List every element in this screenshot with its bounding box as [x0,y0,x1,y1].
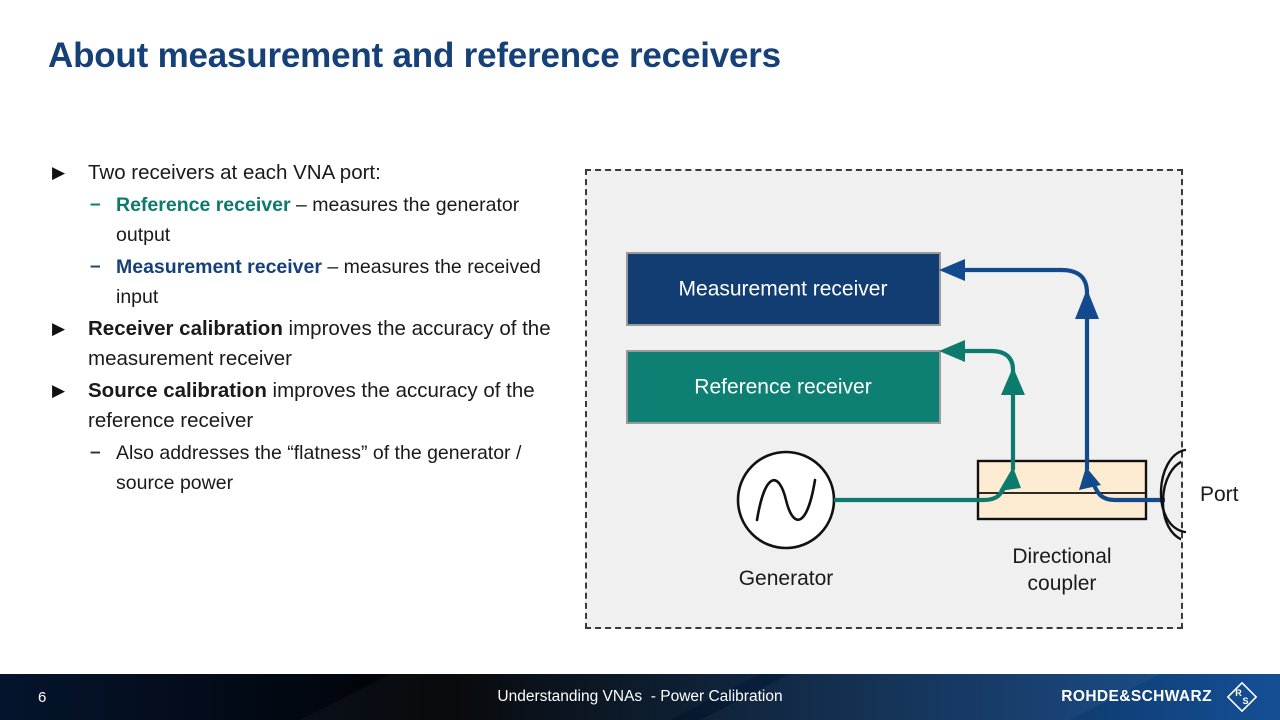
rohde-schwarz-diamond-icon: R S [1226,681,1258,713]
port-label: Port [1200,483,1239,506]
bullet-marker-icon: ▶ [52,381,66,400]
measurement-arrowhead-box [939,259,965,281]
bullet-marker-icon: ▶ [52,319,66,338]
port-connector [1161,460,1181,541]
measurement-arrowhead-mid [1075,289,1099,319]
bullet-text-3-0: Receiver calibration [88,317,283,340]
port-overlay [1159,448,1187,534]
sub-bullet-dash-icon: – [90,442,101,463]
logo-letter-s: S [1242,696,1248,706]
bullet-item-4: ▶ Source calibration improves the accurac… [46,376,566,436]
footer-background [0,674,1280,720]
sub-bullet-dash-icon: – [90,194,101,215]
coupler-label-line1: Directional [1012,545,1111,568]
bullet-text-4-0: Source calibration [88,379,267,402]
measurement-receiver-rect [626,252,941,326]
bullet-text-1-0: Reference receiver [116,194,291,216]
bullet-text-5-0: Also addresses the “flatness” of the gen… [116,442,522,494]
bullet-list: ▶Two receivers at each VNA port:–Referen… [46,158,566,500]
measurement-receiver-block: Measurement receiver [626,252,941,326]
bullet-item-5: –Also addresses the “flatness” of the ge… [46,438,566,498]
bullet-text-2-0: Measurement receiver [116,256,322,278]
coupler-label-line2: coupler [1028,572,1097,595]
port-arc-icon [1161,460,1181,541]
bullet-item-0: ▶ Two receivers at each VNA port: [46,158,566,188]
vna-block-diagram: Measurement receiver Reference receiver … [585,169,1183,629]
footer-deck-title: Understanding VNAs - Power Calibration [497,688,783,705]
footer-gradient [0,674,1280,720]
slide-footer: 6 Understanding VNAs - Power Calibration… [0,674,1280,720]
bullet-item-2: –Measurement receiver – measures the rec… [46,252,566,312]
bullet-marker-icon: ▶ [52,163,66,182]
diamond-outline [1226,681,1258,713]
footer-diagonal-2 [700,674,1160,720]
measurement-signal-path [939,259,1165,503]
bullet-text-2-1: – measures the received input [116,256,541,308]
port-arc-outer-icon [1159,448,1187,534]
diagram-canvas: Measurement receiver Reference receiver … [626,252,1181,595]
brand-logo: ROHDE&SCHWARZ R S [1061,674,1260,720]
bullet-text-4-1: improves the accuracy of the reference r… [88,379,535,432]
footer-page-number: 6 [38,688,47,706]
sine-wave-icon [755,478,817,522]
measurement-path-to-box [959,267,1090,301]
reference-path-to-box [957,348,1016,377]
reference-receiver-label: Reference receiver [694,376,871,399]
generator-symbol: Generator [736,450,836,590]
reference-arrowhead-box [939,340,965,362]
page-title: About measurement and reference receiver… [48,36,781,75]
logo-letter-r: R [1235,688,1242,698]
bullet-item-3: ▶ Receiver calibration improves the accur… [46,314,566,374]
bullet-text-0-0: Two receivers at each VNA port: [88,161,381,184]
measurement-arrowhead-coupler [1079,467,1101,490]
bullet-text-1-1: – measures the generator output [116,194,520,246]
generator-label: Generator [739,567,834,590]
brand-wordmark: ROHDE&SCHWARZ [1061,688,1212,705]
reference-arrowhead-mid [1001,367,1025,395]
bullet-item-1: –Reference receiver – measures the gener… [46,190,566,250]
reference-receiver-block: Reference receiver [626,350,941,424]
reference-receiver-rect [626,350,941,424]
reference-signal-path [834,340,1025,503]
reference-arrowhead-coupler [999,467,1021,491]
bullet-text-3-1: improves the accuracy of the measurement… [88,317,551,370]
sub-bullet-dash-icon: – [90,256,101,277]
measurement-receiver-label: Measurement receiver [679,278,888,301]
